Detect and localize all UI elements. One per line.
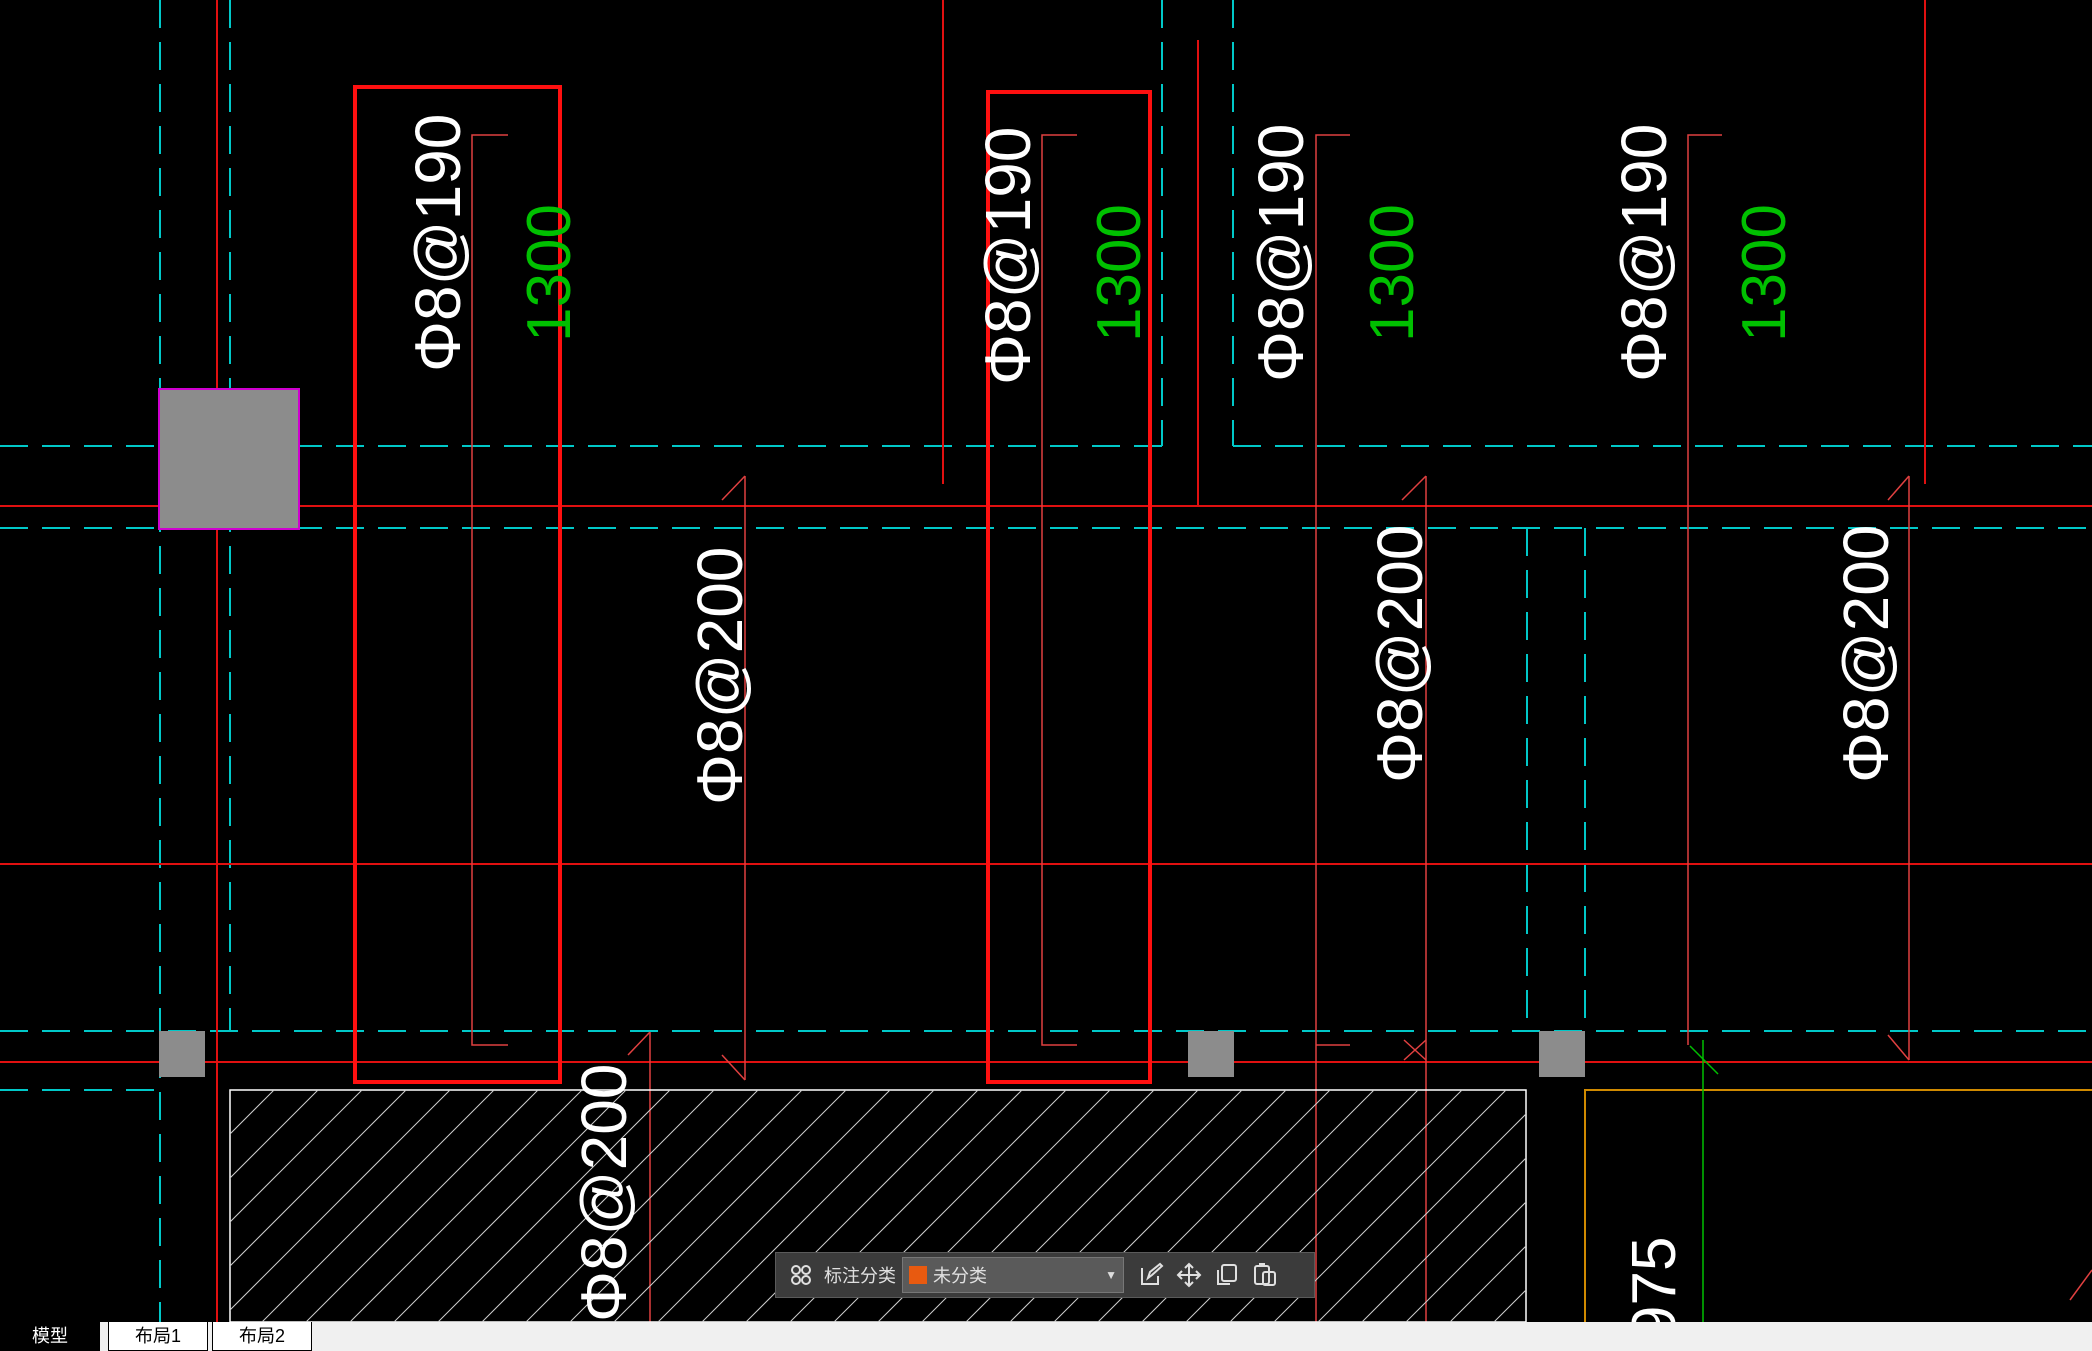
highlight-box-1[interactable] — [353, 85, 562, 1084]
axis-lines — [0, 0, 2092, 1322]
hatch-line — [305, 1090, 539, 1322]
hatch-line — [230, 1090, 231, 1091]
hatch-line — [393, 1090, 627, 1322]
green-tick — [1689, 1045, 1719, 1075]
hatch-line — [230, 1090, 451, 1311]
hatch-line — [1405, 1201, 1526, 1322]
copy-icon[interactable] — [1208, 1256, 1246, 1294]
length-label-1[interactable]: 1300 — [515, 204, 584, 342]
category-swatch — [909, 1266, 927, 1284]
rebar-label-mid-1[interactable]: Φ8@200 — [684, 547, 756, 805]
length-label-2[interactable]: 1300 — [1085, 204, 1154, 342]
rebar-label-top-4[interactable]: Φ8@190 — [1608, 124, 1680, 382]
length-label-4[interactable]: 1300 — [1730, 204, 1799, 342]
tab-layout2[interactable]: 布局2 — [212, 1322, 312, 1351]
paste-icon[interactable] — [1246, 1256, 1284, 1294]
hatch-line — [613, 1090, 847, 1322]
hatch-line — [1361, 1157, 1526, 1322]
hatch-line — [525, 1090, 759, 1322]
hatch-line — [569, 1090, 803, 1322]
rebar-label-top-3[interactable]: Φ8@190 — [1245, 124, 1317, 382]
rebar-label-bottom-1[interactable]: Φ8@200 — [568, 1064, 640, 1322]
columns — [158, 388, 1585, 1077]
hatch-line — [261, 1090, 495, 1322]
column-small-3 — [1539, 1031, 1585, 1077]
hatch-line — [1317, 1113, 1526, 1322]
hatch-line — [230, 1090, 275, 1135]
hatch-line — [701, 1090, 935, 1322]
move-icon[interactable] — [1170, 1256, 1208, 1294]
beam-edge-lines — [0, 0, 2092, 1322]
tab-layout1[interactable]: 布局1 — [108, 1322, 208, 1351]
hatch-line — [230, 1090, 407, 1267]
rebar-label-mid-2[interactable]: Φ8@200 — [1364, 525, 1436, 783]
hatch-line — [1449, 1245, 1526, 1322]
tab-model[interactable]: 模型 — [0, 1322, 100, 1351]
category-dropdown[interactable]: 未分类 ▼ — [902, 1257, 1124, 1293]
category-label: 标注分类 — [824, 1266, 896, 1286]
rebar-label-top-1[interactable]: Φ8@190 — [402, 114, 474, 372]
edit-icon[interactable] — [1132, 1256, 1170, 1294]
grid-icon[interactable] — [782, 1256, 820, 1294]
orange-region — [1584, 1089, 2092, 1322]
category-value: 未分类 — [933, 1266, 987, 1286]
column-small-2 — [1188, 1031, 1234, 1077]
highlight-box-2[interactable] — [986, 90, 1152, 1084]
hatch-line — [230, 1090, 363, 1223]
hatch-line — [349, 1090, 583, 1322]
length-label-3[interactable]: 1300 — [1358, 204, 1427, 342]
hatch-line — [437, 1090, 671, 1322]
column-small-1 — [159, 1031, 205, 1077]
hatch-line — [657, 1090, 891, 1322]
annotation-toolbar: 标注分类 未分类 ▼ — [775, 1252, 1315, 1298]
hatch-line — [1493, 1289, 1526, 1322]
hatch-line — [481, 1090, 715, 1322]
column-large — [158, 388, 300, 530]
rebar-label-top-2[interactable]: Φ8@190 — [972, 127, 1044, 385]
rebar-lines — [471, 134, 2092, 1322]
chevron-down-icon: ▼ — [1105, 1268, 1117, 1282]
hatch-line — [230, 1090, 319, 1179]
layout-tabbar: 模型 布局1 布局2 — [0, 1322, 2092, 1351]
rebar-label-mid-3[interactable]: Φ8@200 — [1830, 525, 1902, 783]
